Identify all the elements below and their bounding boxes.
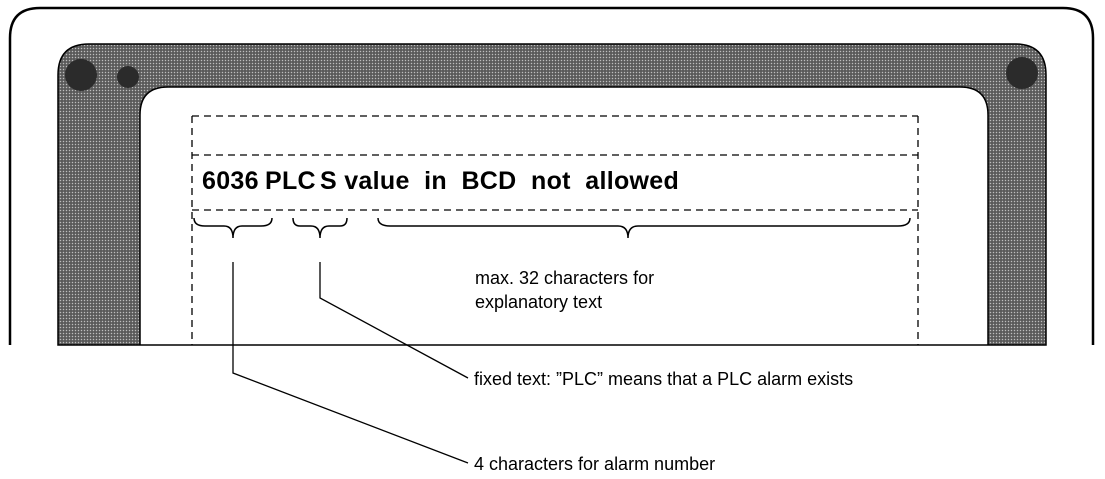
screw-top-left-2 [117,66,139,88]
alarm-number-text: 6036 [202,167,259,195]
annotation-explanatory-length: max. 32 characters for explanatory text [475,268,655,312]
brace-alarm-number [193,217,273,239]
fixed-text-plc: PLC [265,167,316,195]
annotation-alarm-number-length: 4 characters for alarm number [474,454,716,474]
housing-frame [8,6,1095,345]
screw-top-right [1006,57,1038,89]
leader-fixed-text [319,262,469,379]
screw-top-left [65,59,97,91]
brace-explanatory-text [377,217,911,239]
explanatory-text: S value in BCD not allowed [320,167,680,195]
brace-fixed-text [292,217,348,239]
leader-lines [232,262,469,464]
leader-alarm-number [232,262,469,464]
braces [193,217,911,239]
annotation-fixed-text-meaning: fixed text: ”PLC” means that a PLC alarm… [474,369,854,389]
display-area-outline [191,115,919,345]
monitor-bezel [57,43,1047,346]
